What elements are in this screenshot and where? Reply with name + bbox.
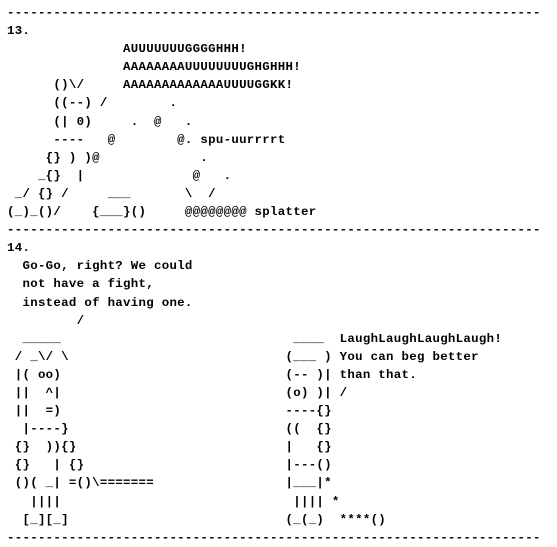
art-line: (| 0) . @ . [7, 114, 193, 129]
art-line: _/ {} / ___ \ / [7, 186, 216, 201]
speech-line: Go-Go, right? We could [7, 259, 193, 274]
art-line: {} | {} |---() [7, 458, 332, 473]
art-line: _{} | @ . [7, 168, 232, 183]
scream-text-line: ()\/ AAAAAAAAAAAAAUUUUGGKK! [7, 78, 294, 93]
art-line: || ^| (o) )| / [7, 385, 348, 400]
art-line: _____ ____ LaughLaughLaughLaugh! [7, 331, 503, 346]
scream-text-line: AAAAAAAAUUUUUUUUGHGHHH! [7, 60, 301, 75]
separator-line: ----------------------------------------… [7, 6, 541, 20]
scream-text-line: AUUUUUUUGGGGHHH! [7, 42, 247, 57]
art-line: / _\/ \ (___ ) You can beg better [7, 349, 479, 364]
art-line: {} )){} | {} [7, 440, 332, 455]
separator-line: ----------------------------------------… [7, 530, 541, 545]
separator-line: ----------------------------------------… [7, 223, 541, 238]
splatter-sound-line: (_)_()/ {___}() @@@@@@@@ splatter [7, 205, 317, 220]
ascii-comic-panels: ----------------------------------------… [7, 4, 541, 547]
art-line: |||| |||| * [7, 494, 340, 509]
art-line: ()( _| =()\======= |___|* [7, 476, 332, 491]
speech-line: not have a fight, [7, 277, 154, 292]
panel-number-14: 14. [7, 241, 31, 256]
speech-line: instead of having one. [7, 295, 193, 310]
art-line: |( oo) (-- )| than that. [7, 367, 417, 382]
panel-number-13: 13. [7, 24, 31, 39]
speech-pointer-line: / [7, 313, 85, 328]
art-line: || =) ----{} [7, 404, 332, 419]
art-line: {} ) )@ . [7, 150, 209, 165]
art-line: |----} (( {} [7, 422, 332, 437]
art-line: [_][_] (_(_) ****() [7, 512, 387, 527]
art-line: ((--) / . [7, 96, 178, 111]
spurt-sound-line: ---- @ @. spu-uurrrrt [7, 132, 286, 147]
